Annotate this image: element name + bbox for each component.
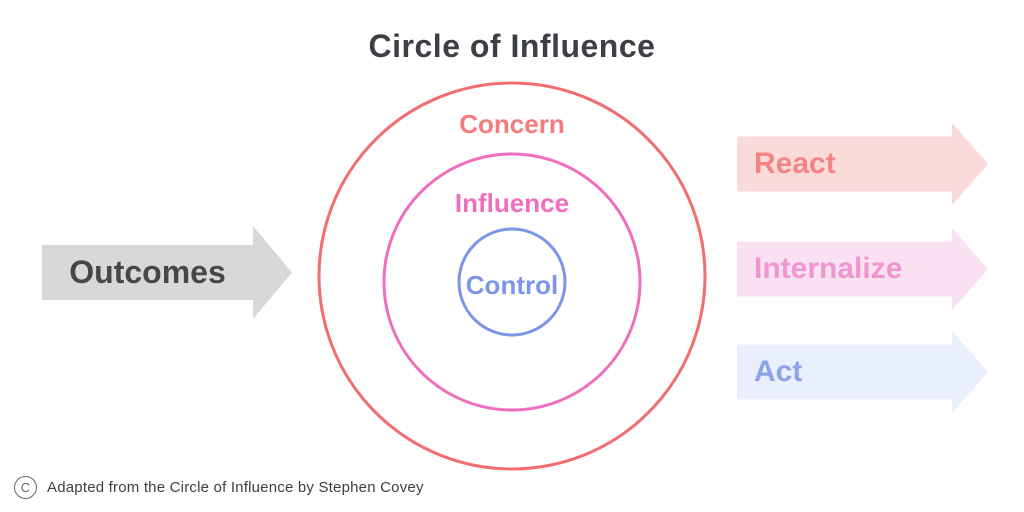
attribution-text: Adapted from the Circle of Influence by … (47, 479, 424, 496)
influence-label: Influence (454, 188, 570, 218)
concern-label: Concern (459, 109, 565, 139)
internalize-arrow: Internalize (737, 228, 988, 310)
concern-circle (317, 81, 707, 471)
internalize-label: Internalize (754, 252, 903, 285)
control-label: Control (465, 270, 559, 300)
influence-circle (382, 152, 642, 412)
control-circle (457, 227, 567, 337)
outcomes-label: Outcomes (69, 254, 226, 290)
react-arrow: React (737, 123, 988, 205)
attribution-footer: C Adapted from the Circle of Influence b… (14, 476, 424, 499)
circled-c-icon: C (14, 476, 37, 499)
page-title: Circle of Influence (368, 28, 656, 64)
act-label: Act (754, 355, 803, 388)
react-label: React (754, 147, 836, 180)
act-arrow: Act (737, 331, 988, 413)
